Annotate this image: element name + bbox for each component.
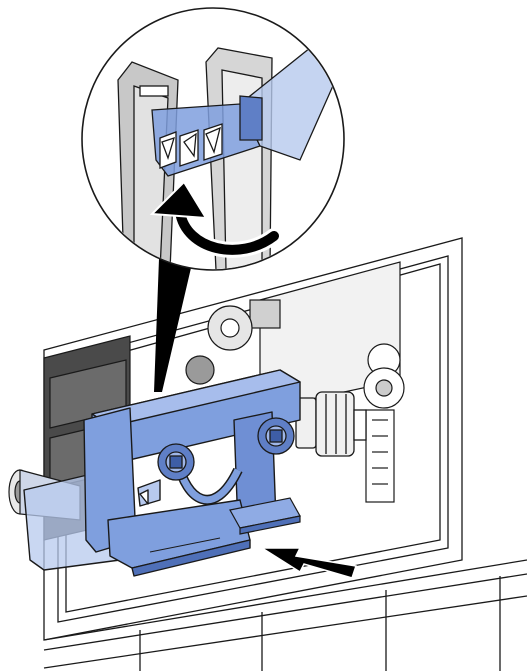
blue-bracket (23, 369, 301, 577)
pipe-connector (295, 391, 367, 457)
curved-rotate-arrow (149, 180, 282, 258)
left-knob (157, 443, 195, 481)
insert-direction-arrow (259, 547, 357, 579)
guide-rail (229, 497, 301, 535)
zoom-detail-circle (81, 7, 345, 271)
right-knob (257, 417, 295, 455)
pointer-wedge (154, 232, 198, 392)
